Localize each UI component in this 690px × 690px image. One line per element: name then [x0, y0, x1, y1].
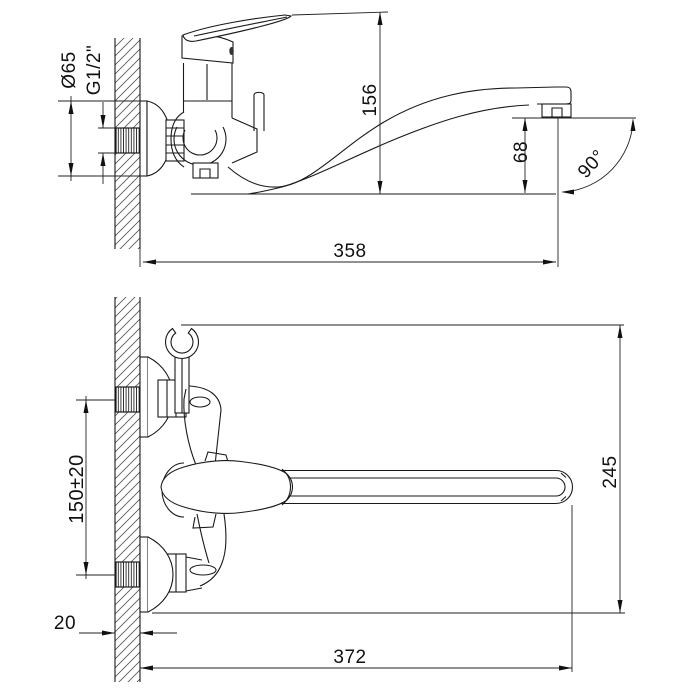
lower-inlet [115, 536, 187, 613]
label-wall-thickness: 20 [54, 613, 76, 634]
dimension-height-245 [152, 325, 625, 614]
lever-handle-front [160, 460, 294, 514]
dimension-height-156 [291, 11, 389, 194]
lower-elbow [185, 513, 227, 592]
spout-side [191, 86, 572, 195]
label-angle-90: 90° [574, 146, 610, 183]
lever-handle-side [181, 14, 293, 64]
wall-section-front [114, 297, 141, 682]
label-flange-diameter: Ø65 [59, 51, 80, 88]
dimension-outlet-68 [512, 117, 636, 193]
dimensions-front [76, 324, 625, 672]
label-height-156: 156 [360, 83, 381, 116]
diverter-knob [253, 91, 265, 131]
dimension-flange-diameter [58, 96, 147, 181]
hook-ring [164, 327, 200, 359]
dimension-wall-thickness [79, 630, 177, 636]
label-outlet-68: 68 [511, 141, 532, 163]
dimensions-side [58, 11, 636, 267]
label-inlet-spacing: 150±20 [66, 454, 88, 524]
spout-end-cap [555, 469, 574, 505]
dimension-length-372 [140, 505, 573, 672]
dimension-inlet-spacing [76, 396, 116, 579]
handle-indicator-dot [229, 47, 234, 55]
wall-flange-side [139, 100, 171, 177]
shower-hook [164, 327, 200, 414]
label-reach-358: 358 [333, 241, 366, 262]
dimension-thread-size [98, 102, 116, 184]
faucet-body-side [170, 63, 265, 179]
side-view: Ø65 G1/2" 156 68 90° 358 [58, 11, 636, 267]
spout-front [280, 469, 574, 505]
aerator [541, 103, 572, 118]
label-thread-size: G1/2" [84, 45, 105, 95]
front-view: 150±20 20 372 245 [54, 297, 625, 682]
label-length-372: 372 [333, 647, 366, 668]
inlet-thread-side [115, 127, 143, 154]
label-height-245: 245 [600, 455, 621, 488]
connection-nut-side [165, 119, 185, 162]
dimension-reach-358 [139, 249, 556, 267]
upper-elbow [183, 385, 222, 466]
dimension-angle-90 [557, 117, 636, 267]
